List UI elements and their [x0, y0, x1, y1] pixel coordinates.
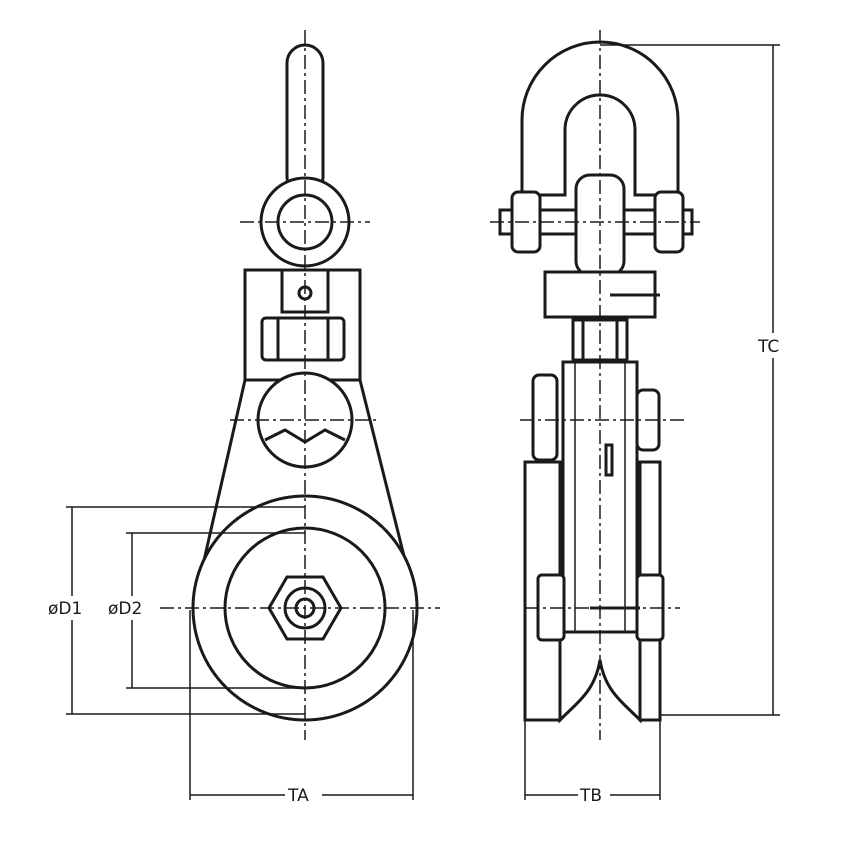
label-d1: øD1 — [48, 599, 82, 619]
shackle-bow — [520, 40, 680, 197]
dimension-tc: TC — [600, 44, 780, 716]
label-d2: øD2 — [108, 599, 142, 619]
upper-bolt-head — [531, 373, 559, 462]
side-view — [490, 30, 700, 740]
swivel-nut-inner — [276, 316, 330, 362]
swivel-nut — [260, 316, 346, 362]
latch — [604, 443, 614, 477]
front-view — [160, 30, 440, 740]
label-ta: TA — [287, 786, 309, 806]
dimension-d2: øD2 — [108, 532, 305, 689]
label-tb: TB — [579, 786, 602, 806]
dimension-ta: TA — [189, 610, 414, 806]
dimension-d1: øD1 — [48, 506, 305, 715]
dimension-tb: TB — [524, 720, 661, 806]
label-tc: TC — [757, 337, 779, 357]
